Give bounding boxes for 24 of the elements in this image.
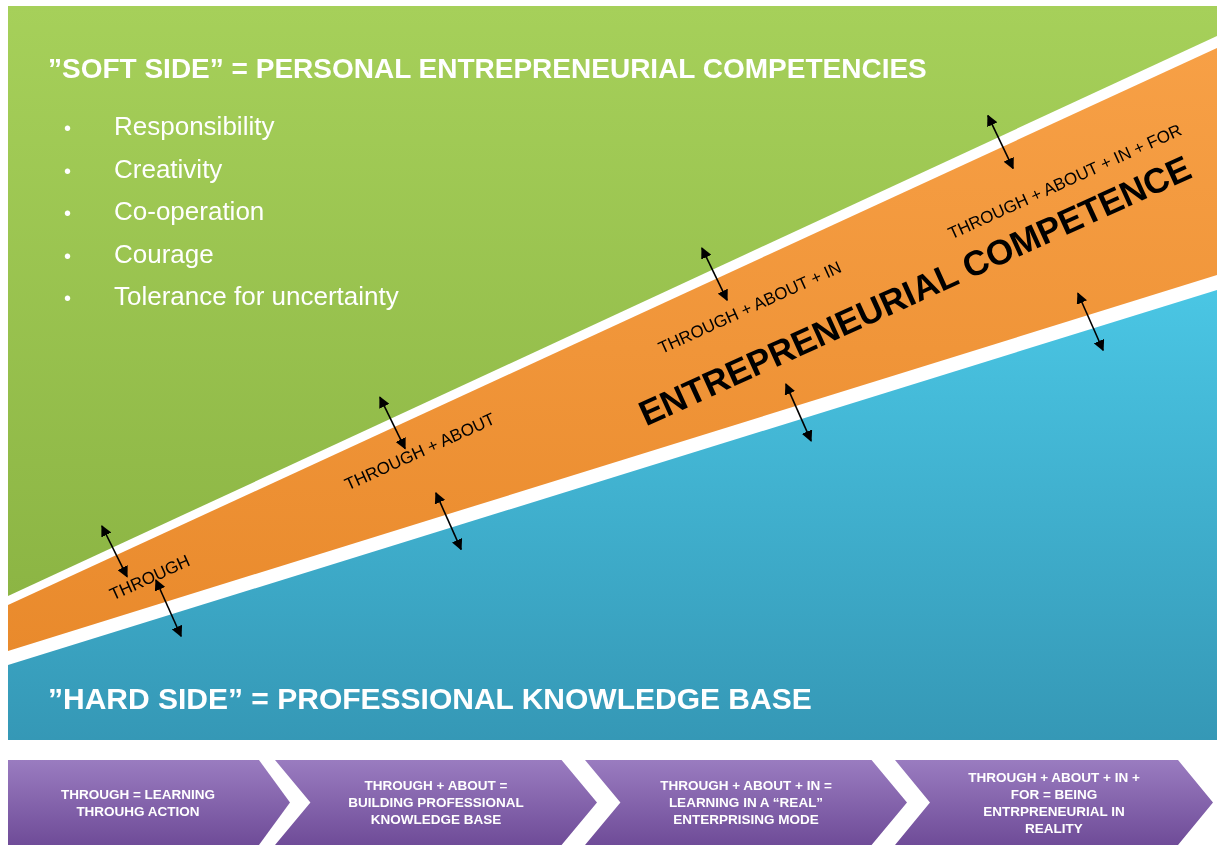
- chevron-step: THROUGH = LEARNING THROUHG ACTION: [8, 760, 290, 845]
- bullet-dot: •: [64, 158, 72, 184]
- chevron-step: THROUGH + ABOUT = BUILDING PROFESSIONAL KNOWLEDGE BASE: [275, 760, 597, 845]
- bullet-dot: •: [64, 286, 72, 311]
- double-arrow: [101, 525, 128, 578]
- double-arrow: [379, 396, 406, 450]
- bullet-dot: •: [64, 243, 72, 269]
- chevron-step: THROUGH + ABOUT + IN + FOR = BEING ENTRPRENEURIAL IN REALITY: [895, 760, 1213, 845]
- double-arrow: [154, 579, 183, 638]
- double-arrow: [1076, 292, 1105, 352]
- chevron-step: THROUGH + ABOUT + IN = LEARNING IN A “REAL” ENTERPRISING MODE: [585, 760, 907, 845]
- double-arrow: [784, 383, 813, 442]
- double-arrow: [434, 491, 463, 551]
- bullet-dot: •: [64, 201, 72, 226]
- bullet-item: Responsibility: [114, 110, 275, 143]
- bullet-item: Co-operation: [114, 195, 265, 228]
- double-arrow: [987, 114, 1014, 170]
- bullet-item: Creativity: [114, 152, 223, 186]
- double-arrow: [701, 247, 728, 302]
- bullet-item: Courage: [114, 237, 214, 271]
- bullet-item: Tolerance for uncertainty: [114, 280, 399, 313]
- heading: ”HARD SIDE” = PROFESSIONAL KNOWLEDGE BASE: [48, 681, 812, 717]
- heading: ”SOFT SIDE” = PERSONAL ENTREPRENEURIAL COMPETENCIES: [48, 52, 927, 86]
- bullet-dot: •: [64, 116, 72, 141]
